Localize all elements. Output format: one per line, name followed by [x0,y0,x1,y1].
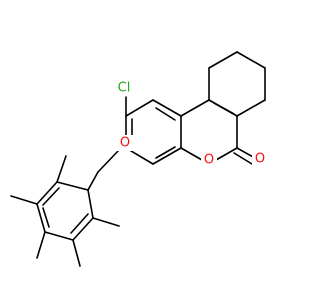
bond [236,99,266,117]
bond [180,99,210,117]
bond [213,102,235,115]
bond-layer [10,51,266,267]
bond [36,203,46,233]
molecule-diagram: Cl O O O [10,51,268,267]
bond [56,181,89,191]
atom-labels: Cl O O O [116,80,268,168]
bond [44,231,74,241]
bond [233,152,253,165]
bond [92,217,120,227]
bond [42,187,60,206]
bond [155,146,176,159]
bond [125,99,154,117]
bond [10,195,38,205]
bond [87,171,99,191]
bond [87,189,94,219]
bond [97,149,120,173]
bond [152,147,182,165]
bond [155,107,176,121]
bond [208,51,238,69]
bond [215,147,238,161]
bond [72,217,94,241]
atom-label-cl: Cl [118,81,131,96]
atom-ring-oxygen: O [201,152,217,168]
bond [72,239,81,267]
bond [36,181,58,205]
bond [70,213,89,234]
atom-label-o-ring: O [204,153,214,168]
atom-carbonyl-oxygen: O [252,151,268,167]
atom-label-o-ether: O [120,136,130,151]
bond [152,99,182,117]
bond [36,231,46,259]
bond [180,147,203,161]
atom-chlorine: Cl [116,80,138,96]
atom-label-o-carbonyl: O [255,152,265,167]
atom-ether-oxygen: O [117,135,133,151]
bond [56,155,67,183]
bond [42,207,50,228]
bond [236,51,266,69]
